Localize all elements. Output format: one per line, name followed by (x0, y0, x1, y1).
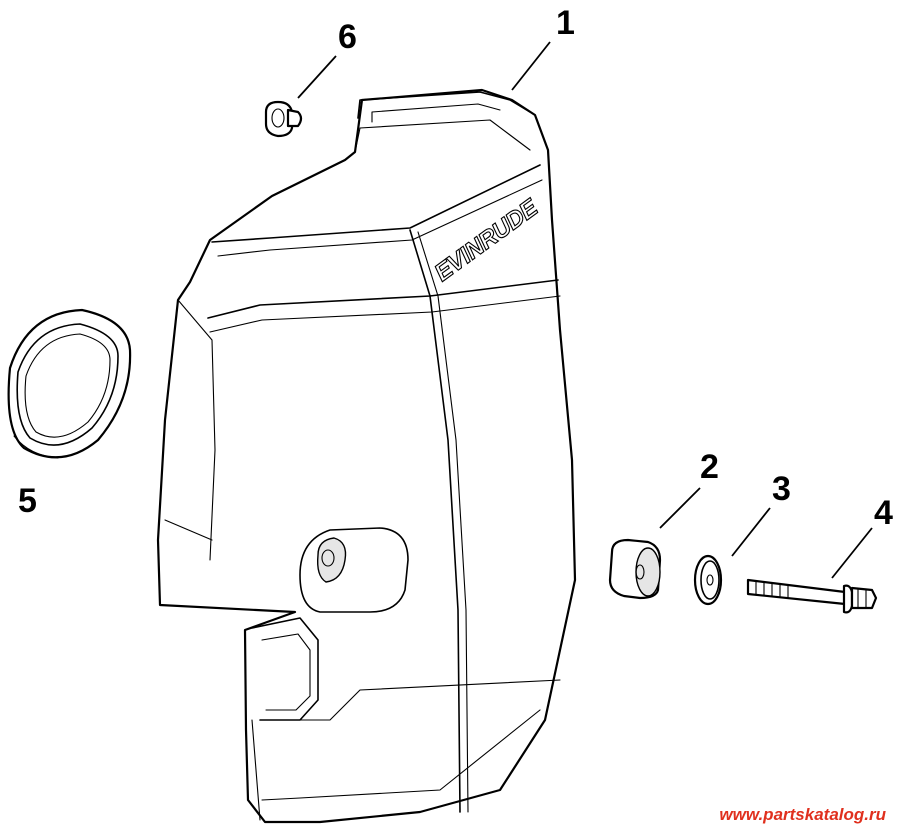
seal-ring-part-5 (7, 308, 132, 459)
bolt-part-4 (746, 578, 878, 614)
leader-2 (659, 487, 701, 529)
callout-2: 2 (700, 448, 719, 486)
spacer-part-2 (608, 538, 662, 600)
callout-1: 1 (556, 4, 575, 42)
cover-part-1: EVINRUDE (156, 88, 577, 824)
callout-5: 5 (18, 482, 37, 520)
leader-3 (731, 507, 771, 557)
callout-6: 6 (338, 18, 357, 56)
plug-part-6 (264, 100, 303, 138)
callout-4: 4 (874, 494, 893, 532)
callout-3: 3 (772, 470, 791, 508)
watermark-text: www.partskatalog.ru (719, 805, 886, 824)
leader-6 (297, 55, 337, 99)
leader-1 (511, 41, 551, 91)
washer-part-3 (693, 554, 723, 606)
leader-4 (831, 527, 873, 579)
